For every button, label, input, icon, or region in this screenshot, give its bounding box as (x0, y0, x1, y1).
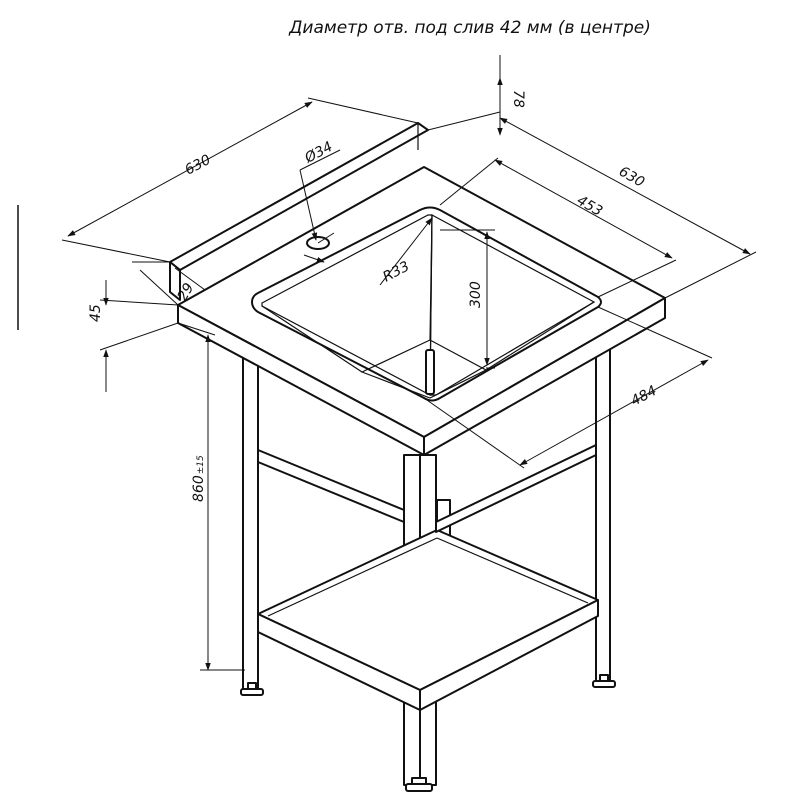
lower-shelf (257, 529, 599, 711)
upper-frame-rails (257, 444, 597, 533)
dim-offset-top: 29 (175, 280, 198, 304)
leveling-feet (240, 582, 616, 792)
leg-front-left (242, 354, 259, 691)
dimension-lines (17, 55, 757, 671)
dim-height: 860±15 (191, 455, 207, 502)
dim-width-right: 630 (616, 164, 647, 191)
dim-height-tolerance: ±15 (196, 455, 206, 474)
leg-back-right (595, 327, 611, 684)
drawing-caption: Диаметр отв. под слив 42 мм (в центре) (289, 18, 651, 38)
backsplash-side (169, 261, 181, 301)
dim-bowl-length: 484 (628, 383, 659, 410)
dim-width-left: 630 (182, 152, 213, 179)
drain-pipe (425, 349, 435, 395)
dim-drain-diameter: Ø34 (301, 139, 335, 167)
dim-bowl-depth: 300 (468, 281, 484, 308)
dim-height-value: 860 (191, 475, 207, 502)
dim-backsplash-height: 78 (510, 90, 526, 108)
dim-top-thickness: 45 (88, 304, 104, 322)
dim-bowl-width: 453 (574, 193, 605, 220)
